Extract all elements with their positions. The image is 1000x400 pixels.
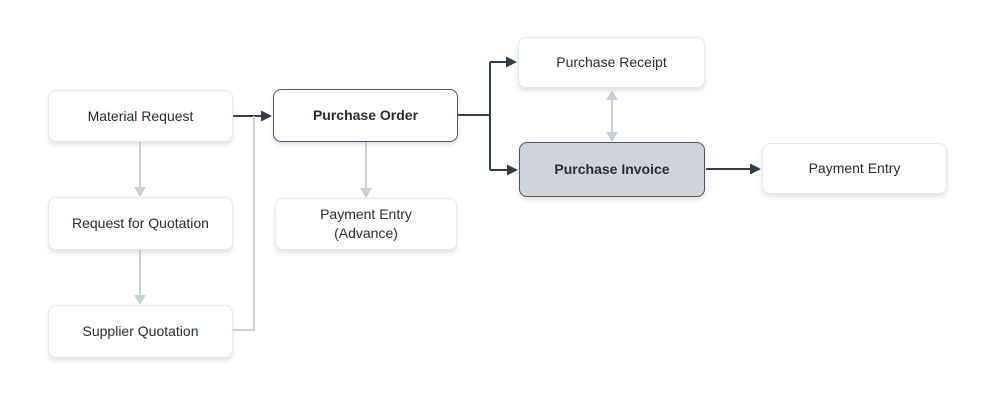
arrowhead-into-purchase-receipt [506, 56, 517, 68]
node-request-for-quotation: Request for Quotation [48, 197, 233, 250]
arrowhead-into-payment-entry [750, 163, 761, 175]
arrowhead-into-payment-entry-advance [360, 188, 372, 198]
node-material-request: Material Request [48, 90, 233, 142]
node-purchase-order: Purchase Order [273, 89, 458, 142]
node-purchase-receipt: Purchase Receipt [518, 37, 705, 88]
node-payment-entry-advance: Payment Entry (Advance) [275, 198, 457, 250]
edge-supplier-quotation-return-to-purchase-order [233, 116, 255, 331]
arrowhead-into-rfq [134, 187, 146, 197]
node-supplier-quotation: Supplier Quotation [48, 305, 233, 358]
arrowhead-into-purchase-order [261, 110, 272, 122]
edge-purchase-order-branch [458, 61, 507, 171]
arrowhead-into-purchase-invoice-from-receipt [606, 132, 618, 142]
arrowhead-into-purchase-receipt [606, 90, 618, 100]
node-payment-entry: Payment Entry [762, 143, 947, 194]
node-purchase-invoice: Purchase Invoice [519, 142, 705, 197]
arrowhead-into-purchase-invoice [507, 164, 518, 176]
arrowhead-into-supplier-quotation [134, 295, 146, 305]
node-payment-entry-advance-line1: Payment Entry [320, 206, 412, 222]
node-payment-entry-advance-line2: (Advance) [334, 225, 398, 241]
